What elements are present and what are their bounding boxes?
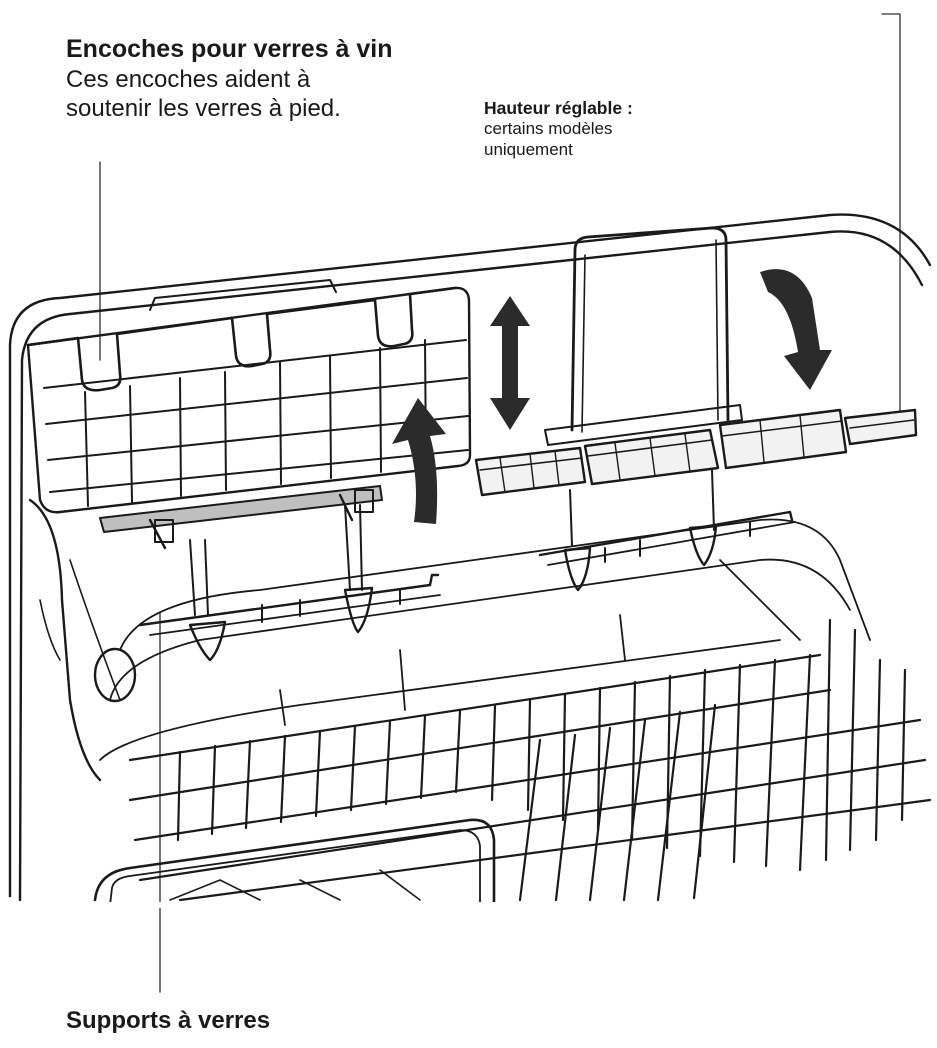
leader-lines [99,13,901,993]
adjustable-height-title: Hauteur réglable : [484,98,633,118]
wine-notches-title: Encoches pour verres à vin [66,35,393,63]
wine-notches-desc-line-1: Ces encoches aident à [66,65,311,93]
adjustable-height-desc-line-2: uniquement [484,140,573,160]
rack-tines [128,614,932,902]
fold-up-arrow-icon [392,398,446,524]
glass-supports-left [138,504,441,662]
height-adjust-arrow-icon [490,296,530,430]
door-frame [7,818,937,908]
glass-supports-right [538,469,796,592]
fold-down-arrow-icon [760,269,832,390]
wine-glass-shelf [26,279,472,550]
tub-outline [8,213,932,902]
glass-supports-title: Supports à verres [66,1007,271,1034]
wine-notches-desc-line-2: soutenir les verres à pied. [66,94,341,122]
cup-shelf [474,226,918,497]
glass-supports-callout: Supports à verres [66,1006,270,1035]
adjustable-height-callout: Hauteur réglable : certains modèles uniq… [484,98,633,161]
leader-line-right-shelf [881,13,901,419]
tub-interior [99,518,871,761]
adjustable-height-desc-line-1: certains modèles [484,119,613,139]
arrows [392,269,832,524]
wine-glass-notches-callout: Encoches pour verres à vin Ces encoches … [66,34,393,123]
